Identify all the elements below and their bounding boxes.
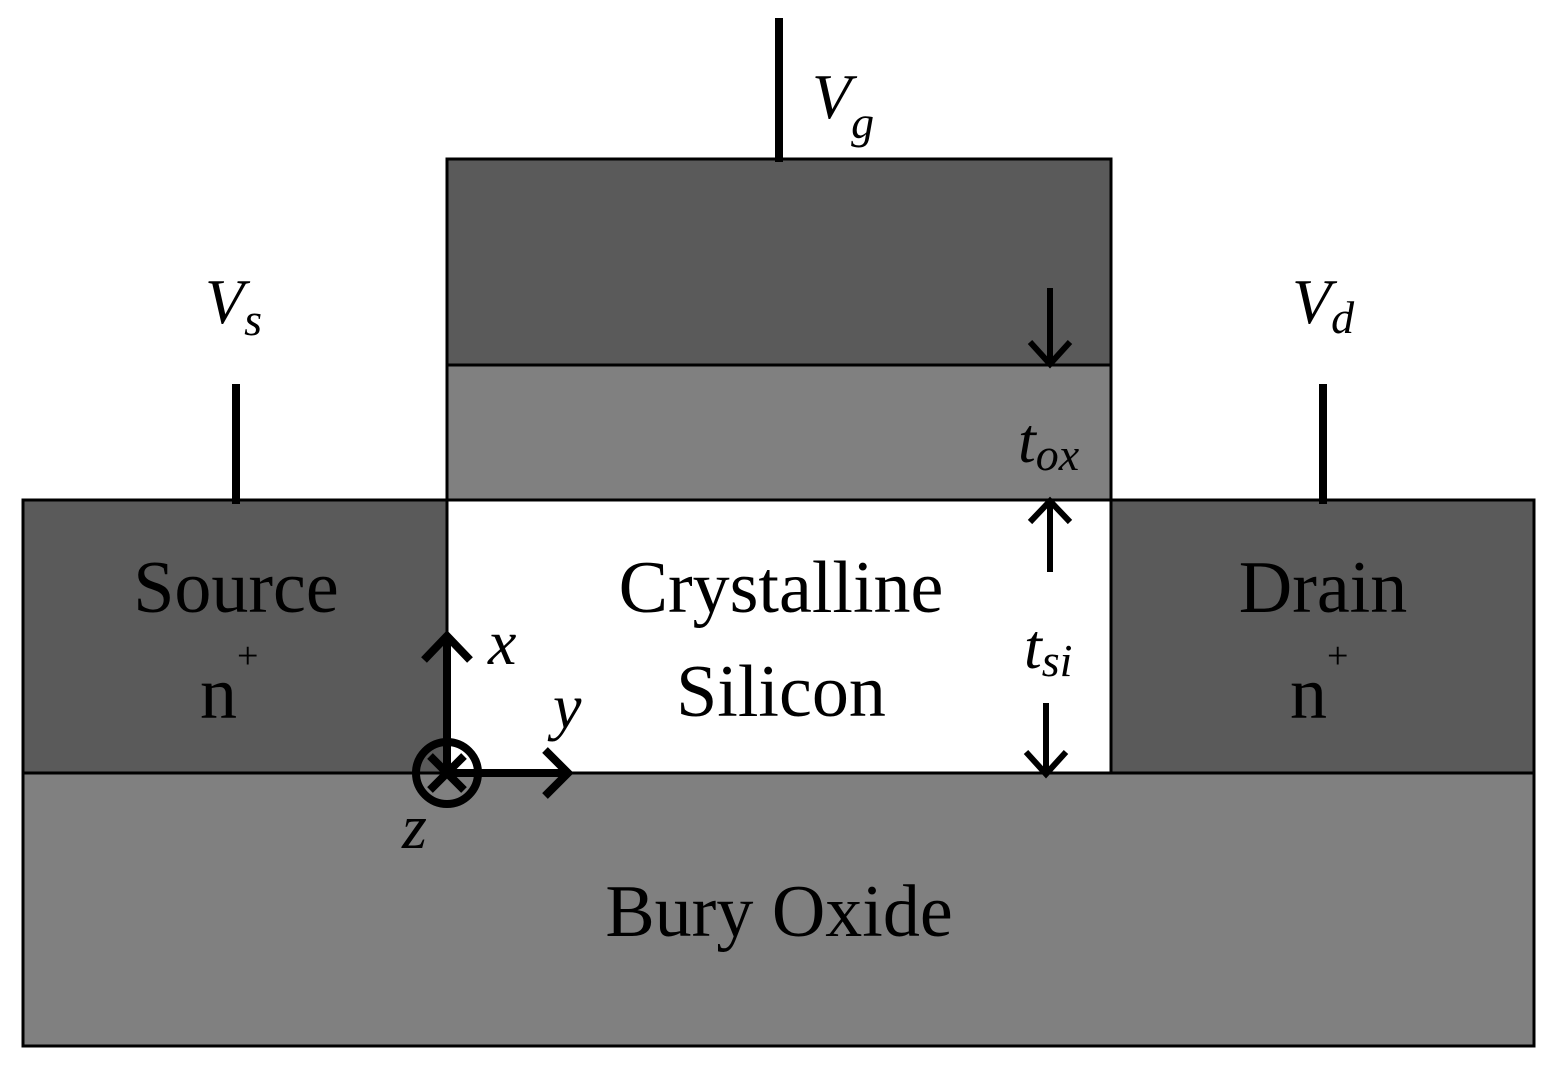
z-axis-label: z [401,791,427,862]
bury-oxide-region [21,771,1536,1048]
tox-arrow-bottom-head [1027,496,1073,525]
z-axis-into-page-icon [412,738,482,808]
source-label: Source [133,547,339,629]
y-axis-arrow-head [542,747,574,799]
source-region [21,498,449,775]
crystalline-silicon-region [445,498,1113,775]
z-axis-cross-b [427,753,467,793]
tox-arrow-top-head [1027,339,1073,369]
drain-terminal-label: Vd [1292,266,1355,343]
channel-label-line1: Crystalline [619,547,944,629]
gate-oxide-region [445,363,1113,502]
tsi-arrow-bottom-head [1023,749,1069,779]
gate-terminal-label: Vg [812,61,874,148]
source-terminal-label: Vs [205,266,262,345]
x-axis-label: x [487,607,516,678]
x-axis-arrow-head [421,630,473,663]
y-axis-label: y [547,671,582,742]
channel-label-line2: Silicon [676,651,886,733]
silicon-thickness-label: tsi [1024,611,1072,686]
drain-label: Drain [1239,547,1408,629]
gate-region [445,157,1113,367]
drain-doping-label: n+ [1290,635,1348,735]
source-doping-label: n+ [200,635,258,735]
bury-oxide-label: Bury Oxide [605,871,952,953]
oxide-thickness-label: tox [1018,405,1080,480]
